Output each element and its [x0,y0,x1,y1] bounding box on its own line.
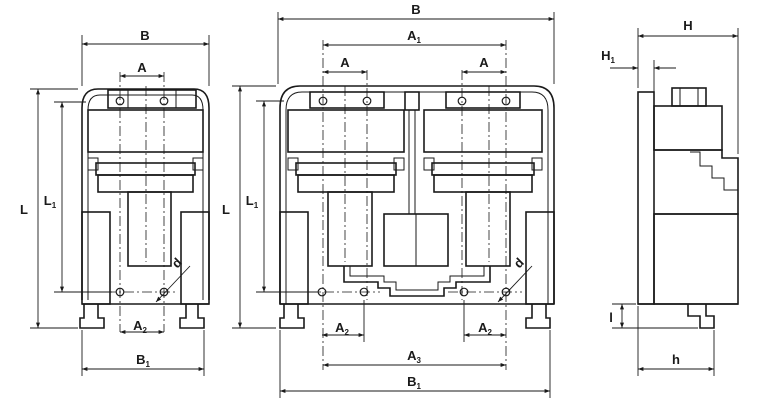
dim-label-h: h [672,352,680,367]
double-pole-front-view [232,12,555,398]
side-view [610,28,739,376]
dim-label-A: A [340,55,350,70]
dim-label-A2: A2 [335,320,349,337]
dim-label-B1: B1 [136,352,150,369]
dim-label-A: A [479,55,489,70]
dim-label-L1: L1 [44,193,57,210]
dim-label-H: H [683,18,692,33]
dim-label-A2: A2 [478,320,492,337]
dim-label-B1: B1 [407,374,421,391]
dim-label-A1: A1 [407,28,421,45]
dim-label-A: A [137,60,147,75]
dim-label-H1: H1 [601,48,615,65]
dim-label-d: d [169,255,185,271]
dim-label-L: L [222,202,230,217]
dim-label-l: l [609,310,613,325]
dim-label-B: B [411,2,420,17]
dim-label-L1: L1 [246,193,259,210]
dim-label-A3: A3 [407,348,421,365]
dim-label-L: L [20,202,28,217]
dim-label-d: d [511,255,527,271]
single-pole-front-view [30,35,210,376]
dim-label-B: B [140,28,149,43]
dim-label-A2: A2 [133,318,147,335]
